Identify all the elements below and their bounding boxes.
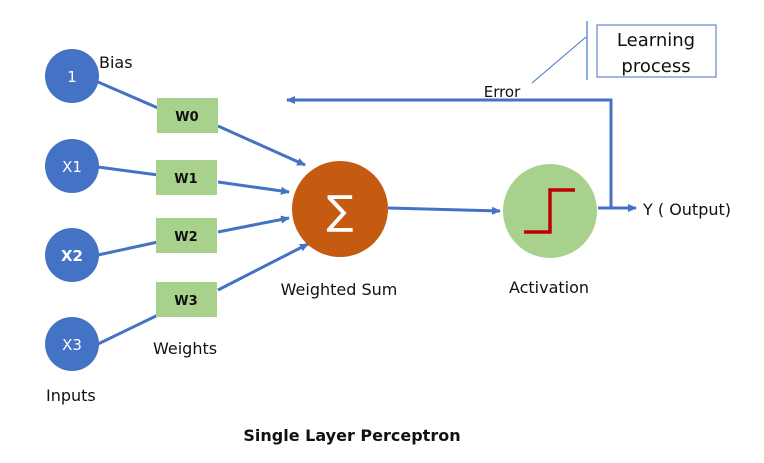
connector-input-2: [97, 240, 159, 257]
arrow-weight-3: [217, 242, 309, 292]
arrow-weight-2: [217, 215, 290, 234]
input-node-x1: X1: [45, 139, 99, 193]
arrow-weight-0: [217, 124, 306, 167]
svg-text:W0: W0: [175, 110, 198, 125]
connector-input-0: [97, 80, 159, 110]
svg-text:X2: X2: [61, 247, 83, 265]
learning-process-box: [596, 24, 717, 78]
input-node-bias: 1: [45, 49, 99, 103]
weight-box-w3: W3: [156, 282, 217, 317]
bias-label: Bias: [99, 53, 133, 72]
svg-text:W1: W1: [174, 172, 197, 187]
weights-label: Weights: [153, 339, 217, 358]
callout-leader-line: [531, 36, 587, 84]
weight-box-w2: W2: [156, 218, 217, 253]
learning-process-line1: Learning: [617, 30, 695, 51]
output-label: Y ( Output): [642, 200, 731, 219]
weighted-sum-node: ∑: [292, 161, 388, 257]
diagram-title: Single Layer Perceptron: [243, 426, 460, 445]
error-feedback-arrow: [286, 96, 613, 208]
connector-input-3: [97, 313, 159, 346]
svg-text:W3: W3: [174, 294, 197, 309]
sigma-icon: ∑: [327, 188, 354, 234]
error-label: Error: [484, 83, 521, 101]
weighted-sum-label: Weighted Sum: [281, 280, 398, 299]
svg-text:W2: W2: [174, 230, 197, 245]
input-node-x3: X3: [45, 317, 99, 371]
svg-text:X1: X1: [62, 158, 82, 176]
step-function-icon: [524, 188, 575, 234]
weight-box-w0: W0: [157, 98, 218, 133]
learning-process-line2: process: [621, 56, 690, 77]
weight-box-w1: W1: [156, 160, 217, 195]
connector-input-1: [97, 165, 159, 177]
svg-text:X3: X3: [62, 336, 82, 354]
svg-text:1: 1: [67, 68, 77, 86]
inputs-label: Inputs: [46, 386, 96, 405]
arrow-weight-1: [217, 180, 290, 195]
activation-node: [503, 164, 597, 258]
input-node-x2: X2: [45, 228, 99, 282]
arrow-sum-to-activation: [387, 206, 501, 215]
activation-label: Activation: [509, 278, 589, 297]
